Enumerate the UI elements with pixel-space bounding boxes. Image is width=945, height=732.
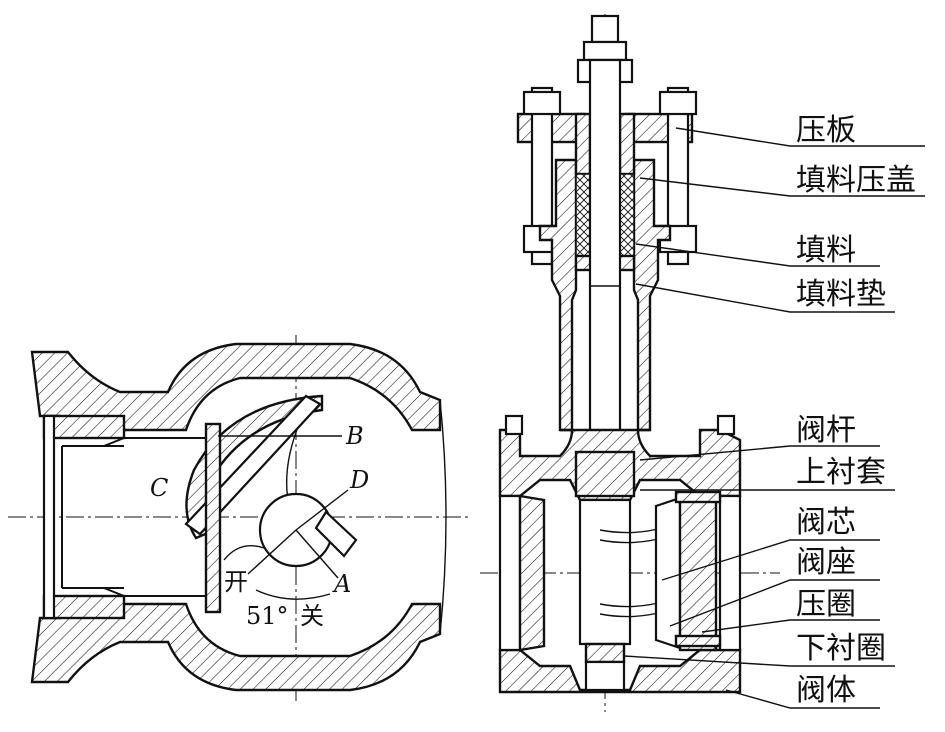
label-close: 关 xyxy=(300,602,324,630)
label-packing: 填料 xyxy=(796,233,856,268)
clamp-ring xyxy=(678,496,718,652)
label-angle: 51° xyxy=(246,602,289,630)
valve-body-right-flange xyxy=(718,494,742,652)
left-flange-face xyxy=(42,414,56,620)
label-upper-bushing: 上衬套 xyxy=(796,455,886,490)
label-valve-body: 阀体 xyxy=(796,673,856,708)
left-plug-lower-arc xyxy=(223,545,265,561)
leader-pressure-plate xyxy=(675,127,925,147)
stem-top-nut xyxy=(590,14,620,44)
label-lower-bushing: 下衬圈 xyxy=(796,631,886,666)
left-body-upper xyxy=(30,342,442,432)
bonnet-upper-right xyxy=(632,158,672,432)
label-c: C xyxy=(150,474,168,502)
leader-d xyxy=(295,489,349,531)
leader-a xyxy=(295,529,339,579)
valve-body-left-wall xyxy=(518,494,546,652)
angle-arc xyxy=(255,589,331,600)
bonnet-upper-left xyxy=(538,158,578,432)
packing-right xyxy=(619,173,635,257)
label-valve-plug: 阀芯 xyxy=(796,505,856,540)
bolt-nut-left-top xyxy=(522,90,562,116)
left-seat-ring-lower xyxy=(42,594,126,620)
leader-packing-gasket xyxy=(635,283,895,313)
left-plug-seat xyxy=(204,422,222,614)
bolt-right xyxy=(666,86,690,266)
left-seat-ring-upper xyxy=(42,414,126,440)
label-packing-gland: 填料压盖 xyxy=(796,163,916,198)
bolt-left xyxy=(530,86,554,266)
packing-left xyxy=(575,173,591,257)
leader-clamp-ring xyxy=(701,619,880,633)
valve-seat xyxy=(654,496,682,650)
leader-packing-gland xyxy=(639,177,925,197)
label-valve-seat: 阀座 xyxy=(796,545,856,580)
left-section-view: B C D A 开 51° 关 xyxy=(8,335,470,705)
leader-packing xyxy=(635,243,880,267)
bottom-plug xyxy=(584,660,626,692)
valve-body-lower xyxy=(498,648,742,694)
bolt-nut-right-top xyxy=(658,90,698,116)
seat-ring-bottom xyxy=(674,634,722,648)
label-open: 开 xyxy=(224,568,248,596)
left-bore-taper-upper xyxy=(103,437,125,447)
right-section-view: 压板 填料压盖 填料 填料垫 阀杆 上衬套 阀芯 阀座 压圈 下衬圈 阀体 xyxy=(480,14,925,712)
upper-bushing xyxy=(574,450,636,498)
leader-valve-seat xyxy=(669,579,880,627)
flange-ear-left xyxy=(504,414,524,436)
flange-ear-right xyxy=(716,414,736,436)
valve-body-left-flange xyxy=(498,494,522,652)
left-stem-key xyxy=(314,510,358,558)
packing-gland-right xyxy=(618,112,636,176)
label-a: A xyxy=(332,570,351,598)
label-b: B xyxy=(345,422,364,450)
stem-top-washer xyxy=(582,40,628,62)
label-packing-gasket: 填料垫 xyxy=(796,277,886,312)
valve-plug xyxy=(578,498,632,646)
leader-valve-body xyxy=(725,689,880,709)
leader-lower-bushing xyxy=(623,655,895,667)
label-d: D xyxy=(349,466,369,494)
left-bore-taper-lower xyxy=(103,587,125,597)
lower-bushing xyxy=(584,642,626,664)
label-pressure-plate: 压板 xyxy=(796,113,856,148)
left-body-lower xyxy=(30,602,442,692)
leader-valve-stem xyxy=(639,445,880,461)
packing-gland-left xyxy=(574,112,592,176)
label-valve-stem: 阀杆 xyxy=(796,413,856,448)
seat-ring-top xyxy=(674,490,722,504)
leader-open xyxy=(247,529,297,575)
left-body-right-edge xyxy=(439,399,447,635)
label-clamp-ring: 压圈 xyxy=(796,587,856,622)
leader-valve-plug xyxy=(661,539,880,581)
